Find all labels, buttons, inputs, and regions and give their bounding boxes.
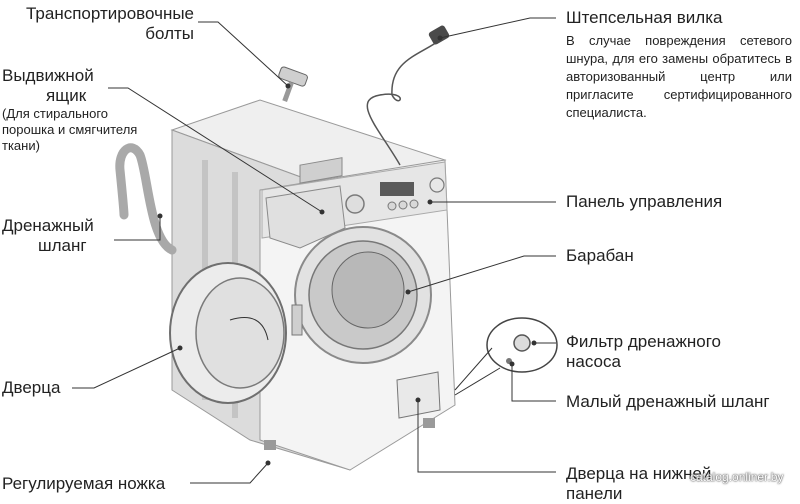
label-drawer-note-line1: (Для стирального (2, 106, 108, 121)
label-drain-hose-line2: шланг (38, 236, 87, 255)
label-door: Дверца (2, 378, 61, 397)
label-lower-door-line2: панели (566, 484, 623, 503)
washing-machine-illustration (115, 25, 558, 471)
label-plug: Штепсельная вилка (566, 8, 723, 27)
label-drawer: Выдвижной ящик (2, 66, 94, 106)
label-lower-door: Дверца на нижней панели (566, 464, 711, 504)
label-pump-filter: Фильтр дренажного насоса (566, 332, 721, 372)
label-drain-hose: Дренажный шланг (2, 216, 94, 256)
label-adjustable-foot: Регулируемая ножка (2, 474, 166, 493)
label-drawer-note: (Для стирального порошка и смягчителя тк… (2, 106, 137, 154)
label-transport-bolts-line1: Транспортировочные (26, 4, 194, 23)
label-control-panel: Панель управления (566, 192, 723, 211)
label-plug-note: В случае повреждения сетевого шнура, для… (566, 33, 792, 120)
label-drum: Барабан (566, 246, 634, 265)
label-lower-door-line1: Дверца на нижней (566, 464, 712, 483)
label-drawer-note-line3: ткани) (2, 138, 40, 153)
leader-lines (72, 17, 556, 484)
label-pump-filter-line1: Фильтр дренажного (566, 332, 722, 351)
watermark: catalog.onliner.by (690, 470, 784, 484)
label-pump-filter-line2: насоса (566, 352, 621, 371)
label-transport-bolts: Транспортировочные болты (2, 4, 194, 44)
label-small-drain-hose: Малый дренажный шланг (566, 392, 770, 411)
label-drawer-line2: ящик (46, 86, 87, 105)
label-drawer-line1: Выдвижной (2, 66, 94, 85)
label-drawer-note-line2: порошка и смягчителя (2, 122, 138, 137)
label-drain-hose-line1: Дренажный (2, 216, 94, 235)
label-transport-bolts-line2: болты (145, 24, 194, 43)
